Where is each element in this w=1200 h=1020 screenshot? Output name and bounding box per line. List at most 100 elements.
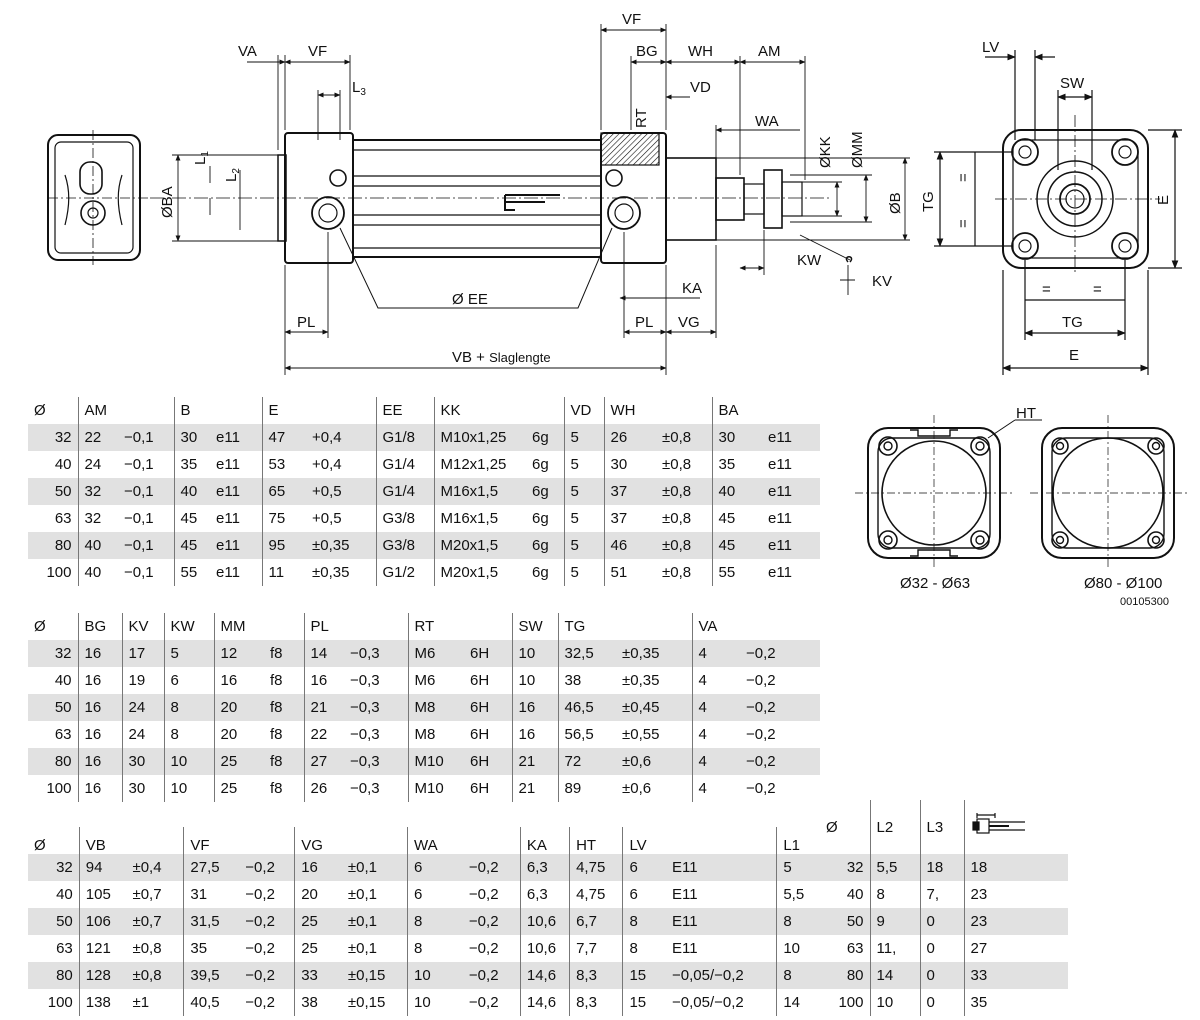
- table-header-cell: L3: [919, 800, 964, 854]
- table-header-cell: HT: [569, 827, 623, 854]
- table-cell: 6g: [526, 424, 564, 451]
- table-cell: 94: [78, 854, 127, 881]
- table-header-cell: WA: [407, 827, 463, 854]
- table-cell: 16: [77, 721, 122, 748]
- table-cell: f8: [264, 748, 304, 775]
- table-cell: −0,2: [462, 854, 521, 881]
- table-cell: 80: [820, 962, 870, 989]
- table-header-cell: KA: [519, 827, 570, 854]
- table-cell: 8: [407, 935, 463, 962]
- table-cell: −0,3: [344, 667, 408, 694]
- dim-label-rt: RT: [633, 108, 650, 128]
- table-cell: 8: [622, 908, 667, 935]
- table-cell: ±0,8: [656, 478, 712, 505]
- table-cell: 6,7: [569, 908, 623, 935]
- table-cell: 11,: [869, 935, 920, 962]
- table-cell: ±1: [126, 989, 184, 1016]
- table-cell: 80: [28, 748, 78, 775]
- table-cell: 20: [294, 881, 342, 908]
- table-cell: 5: [563, 505, 604, 532]
- dim-label-b: ØB: [887, 192, 904, 214]
- table-cell: −0,2: [239, 908, 295, 935]
- dim-label-eq-1: =: [955, 173, 972, 182]
- table-cell: 10: [163, 775, 214, 802]
- table-cell: ±0,35: [306, 559, 376, 586]
- table-header-cell: VB: [78, 827, 127, 854]
- table-cell: 10: [163, 748, 214, 775]
- table-cell: 6H: [464, 640, 512, 667]
- table-cell: 5: [563, 451, 604, 478]
- table-cell: 63: [28, 505, 78, 532]
- table-cell: M20x1,5: [433, 532, 526, 559]
- side-view: [150, 132, 830, 309]
- table-cell: 30: [711, 424, 762, 451]
- table-cell: ±0,1: [341, 854, 408, 881]
- table-cell: 4: [691, 640, 740, 667]
- table-cell: −0,2: [462, 908, 521, 935]
- table-cell: 14: [869, 962, 920, 989]
- table-cell: 6: [622, 854, 667, 881]
- dim-label-sw: SW: [1060, 75, 1085, 92]
- table-cell: +0,4: [306, 451, 376, 478]
- table-cell: 100: [28, 775, 78, 802]
- table-cell: 20: [213, 694, 264, 721]
- table-header-cell: BA: [711, 397, 762, 424]
- table-cell: 40,5: [183, 989, 240, 1016]
- table-cell: 10: [407, 962, 463, 989]
- table-cell: ±0,8: [126, 935, 184, 962]
- table-cell: M6: [407, 667, 464, 694]
- table-cell: e11: [210, 451, 262, 478]
- table-cell: 80: [28, 532, 78, 559]
- table-cell: 14: [776, 989, 820, 1016]
- table-cell: −0,3: [344, 748, 408, 775]
- table-cell: ±0,8: [656, 532, 712, 559]
- table-cell: 22: [303, 721, 344, 748]
- table-cell: 6: [622, 881, 667, 908]
- table-cell: ±0,1: [341, 881, 408, 908]
- table-cell: 24: [121, 721, 164, 748]
- table-cell: −0,2: [740, 667, 820, 694]
- table-cell: 7,: [919, 881, 964, 908]
- table-header-cell: [656, 397, 712, 424]
- tube-profile-small: [855, 415, 1015, 570]
- table-cell: ±0,15: [341, 989, 408, 1016]
- table-cell: M12x1,25: [433, 451, 526, 478]
- table-cell: 32: [28, 640, 78, 667]
- table-cell: 0: [919, 908, 964, 935]
- table-cell: −0,1: [118, 505, 174, 532]
- dim-label-eq-4: =: [1093, 281, 1102, 298]
- table-cell: 100: [820, 989, 870, 1016]
- table-cell: 10,6: [519, 908, 570, 935]
- table-cell: 105: [78, 881, 127, 908]
- table-cell: +0,5: [306, 505, 376, 532]
- table-cell: 5: [563, 478, 604, 505]
- table-cell: 25: [213, 775, 264, 802]
- table-cell: ±0,45: [616, 694, 692, 721]
- table-cell: 22: [77, 424, 118, 451]
- table-cell: 35: [963, 989, 1068, 1016]
- table-cell: f8: [264, 694, 304, 721]
- dim-label-wh: WH: [688, 43, 713, 60]
- table-cell: M16x1,5: [433, 478, 526, 505]
- table-header-cell: VA: [691, 613, 740, 640]
- table-cell: 16: [77, 667, 122, 694]
- table-cell: E11: [666, 935, 777, 962]
- table-cell: 7,7: [569, 935, 623, 962]
- table-cell: ±0,35: [306, 532, 376, 559]
- table-cell: 14,6: [519, 962, 570, 989]
- table-cell: 18: [919, 854, 964, 881]
- table-cell: 32: [77, 478, 118, 505]
- table-cell: e11: [210, 532, 262, 559]
- table-cell: 121: [78, 935, 127, 962]
- sensor-slot-icon: [971, 813, 1025, 834]
- table-cell: −0,1: [118, 451, 174, 478]
- table-cell: −0,2: [239, 935, 295, 962]
- dim-label-kk: ØKK: [817, 136, 834, 168]
